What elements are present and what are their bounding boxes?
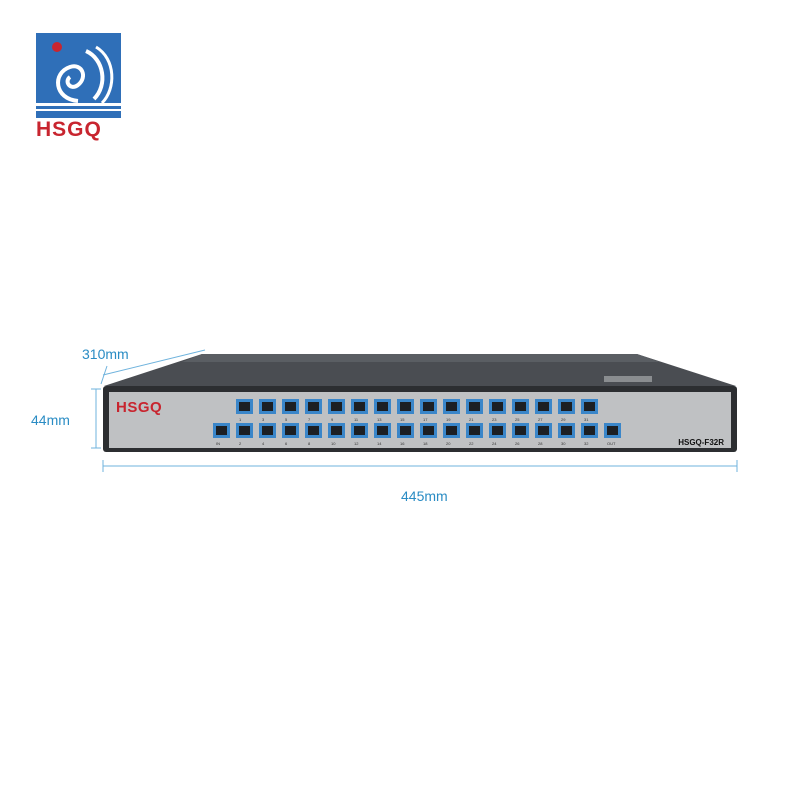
- device-model-label: HSGQ-F32R: [678, 438, 724, 447]
- sfp-port-bottom-24-cage: [492, 426, 503, 435]
- sfp-port-top-3-label: 3: [262, 417, 265, 422]
- sfp-port-bottom-in-label: IN: [216, 441, 220, 446]
- sfp-port-bottom-6-cage: [285, 426, 296, 435]
- sfp-port-bottom-26-label: 26: [515, 441, 520, 446]
- sfp-port-bottom-4-label: 4: [262, 441, 265, 446]
- sfp-port-bottom-2-label: 2: [239, 441, 242, 446]
- device-brand-label: HSGQ: [116, 399, 163, 416]
- sfp-port-top-23-label: 23: [492, 417, 497, 422]
- sfp-port-top-25-cage: [515, 402, 526, 411]
- sfp-port-bottom-16-label: 16: [400, 441, 405, 446]
- sfp-port-top-7-label: 7: [308, 417, 311, 422]
- sfp-port-bottom-26-cage: [515, 426, 526, 435]
- sfp-port-top-29-label: 29: [561, 417, 566, 422]
- sfp-port-top-31-cage: [584, 402, 595, 411]
- sfp-port-bottom-22-label: 22: [469, 441, 474, 446]
- sfp-port-top-13-cage: [377, 402, 388, 411]
- sfp-port-bottom-8-label: 8: [308, 441, 311, 446]
- sfp-port-bottom-30-cage: [561, 426, 572, 435]
- sfp-port-bottom-12-cage: [354, 426, 365, 435]
- sfp-port-bottom-10-label: 10: [331, 441, 336, 446]
- sfp-port-bottom-14-label: 14: [377, 441, 382, 446]
- sfp-port-bottom-10-cage: [331, 426, 342, 435]
- depth-dimension-line: [102, 349, 206, 376]
- sfp-port-bottom-18-label: 18: [423, 441, 428, 446]
- sfp-port-top-3-cage: [262, 402, 273, 411]
- sfp-port-top-19-label: 19: [446, 417, 451, 422]
- sfp-port-top-15-cage: [400, 402, 411, 411]
- sfp-port-bottom-24-label: 24: [492, 441, 497, 446]
- sfp-port-bottom-12-label: 12: [354, 441, 359, 446]
- sfp-port-bottom-8-cage: [308, 426, 319, 435]
- sfp-port-bottom-2-cage: [239, 426, 250, 435]
- sfp-port-bottom-out-label: OUT: [607, 441, 616, 446]
- sfp-port-bottom-20-label: 20: [446, 441, 451, 446]
- sfp-port-top-7-cage: [308, 402, 319, 411]
- sfp-port-top-23-cage: [492, 402, 503, 411]
- sfp-port-bottom-30-label: 30: [561, 441, 566, 446]
- sfp-port-top-31-label: 31: [584, 417, 589, 422]
- sfp-port-top-27-cage: [538, 402, 549, 411]
- sfp-port-top-17-label: 17: [423, 417, 428, 422]
- hsgq-logo-icon: [36, 33, 121, 118]
- width-dimension-label: 445mm: [401, 488, 448, 504]
- sfp-port-bottom-4-cage: [262, 426, 273, 435]
- sfp-port-top-13-label: 13: [377, 417, 382, 422]
- sfp-port-bottom-out-cage: [607, 426, 618, 435]
- sfp-port-bottom-32-label: 32: [584, 441, 589, 446]
- sfp-port-bottom-22-cage: [469, 426, 480, 435]
- sfp-port-top-27-label: 27: [538, 417, 543, 422]
- sfp-port-top-21-cage: [469, 402, 480, 411]
- sfp-port-top-11-cage: [354, 402, 365, 411]
- sfp-port-top-19-cage: [446, 402, 457, 411]
- height-dimension-label: 44mm: [31, 412, 70, 428]
- sfp-port-top-29-cage: [561, 402, 572, 411]
- sfp-port-bottom-6-label: 6: [285, 441, 288, 446]
- sfp-port-bottom-28-label: 28: [538, 441, 543, 446]
- sfp-port-top-5-cage: [285, 402, 296, 411]
- sfp-port-top-17-cage: [423, 402, 434, 411]
- sfp-port-bottom-in-cage: [216, 426, 227, 435]
- sfp-port-bottom-18-cage: [423, 426, 434, 435]
- sfp-port-top-9-cage: [331, 402, 342, 411]
- sfp-port-top-15-label: 15: [400, 417, 405, 422]
- depth-dimension-label: 310mm: [82, 346, 129, 362]
- sfp-port-top-25-label: 25: [515, 417, 520, 422]
- device-sticker: [604, 376, 652, 382]
- sfp-port-top-11-label: 11: [354, 417, 359, 422]
- sfp-port-top-5-label: 5: [285, 417, 288, 422]
- sfp-port-top-1-cage: [239, 402, 250, 411]
- sfp-port-bottom-32-cage: [584, 426, 595, 435]
- sfp-port-top-9-label: 9: [331, 417, 334, 422]
- sfp-port-bottom-16-cage: [400, 426, 411, 435]
- sfp-port-bottom-14-cage: [377, 426, 388, 435]
- sfp-port-bottom-20-cage: [446, 426, 457, 435]
- sfp-port-top-21-label: 21: [469, 417, 474, 422]
- sfp-port-bottom-28-cage: [538, 426, 549, 435]
- logo-text: HSGQ: [36, 118, 102, 141]
- sfp-port-top-1-label: 1: [239, 417, 242, 422]
